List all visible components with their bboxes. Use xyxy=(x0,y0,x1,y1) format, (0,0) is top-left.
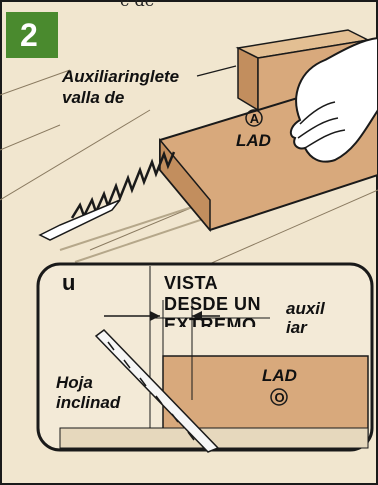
table-edge-lines xyxy=(0,69,378,291)
inset-end-mark: O xyxy=(274,390,285,405)
header-clipped-text: e de xyxy=(120,0,155,10)
workpiece-mark-circle xyxy=(245,109,263,127)
inset-end-label: LAD xyxy=(262,366,297,385)
inset-title-line3: EXTREMO xyxy=(164,315,257,327)
inset-title-line3-clip: EXTREMO xyxy=(164,314,274,327)
end-mark-circle xyxy=(270,388,288,406)
saw-throat-plate xyxy=(38,199,121,241)
inset-fence-label-line1: auxil xyxy=(286,299,325,318)
dimension-arrowhead-right xyxy=(192,311,202,321)
inset-tilted-blade xyxy=(94,329,220,453)
fence-leader-line xyxy=(196,65,237,77)
step-badge-box xyxy=(6,12,58,58)
workpiece-front xyxy=(159,137,211,233)
inset-fence-label-line2: iar xyxy=(286,318,307,337)
inset-blade-teeth xyxy=(107,341,195,441)
auxiliary-fence-label-line2: valla de xyxy=(62,88,125,107)
auxiliary-fence-label-line1: Auxiliaringlete xyxy=(62,67,180,86)
dimension-arrowhead-left xyxy=(150,311,160,321)
saw-blade-teeth xyxy=(70,150,176,220)
inset-title-line1: VISTA xyxy=(164,273,219,293)
inset-blade-label-line1: Hoja xyxy=(56,373,93,392)
workpiece-label: LAD xyxy=(236,131,271,150)
hand-outline xyxy=(289,36,378,163)
inset-corner-mark: u xyxy=(62,270,76,295)
workpiece-mark: A xyxy=(249,111,260,126)
step-number: 2 xyxy=(20,17,38,53)
inset-title-line2: DESDE UN xyxy=(164,294,262,314)
finger-lines xyxy=(297,101,346,149)
inset-blade-label-line2: inclinad xyxy=(56,393,121,412)
